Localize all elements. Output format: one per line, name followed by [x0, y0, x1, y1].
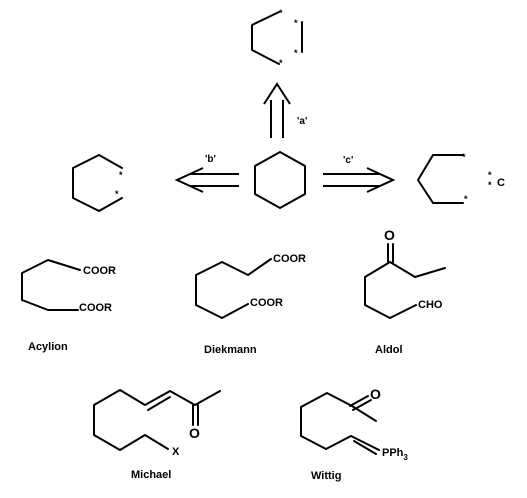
- disconnection-b-product: * *: [72, 154, 123, 212]
- radical-star-2: *: [294, 18, 298, 28]
- reaction-name-wittig: Wittig: [311, 470, 341, 482]
- ester-group-4: COOR: [250, 297, 283, 309]
- disconnection-a-product: * * * *: [251, 8, 303, 68]
- phosphonium-ylide: PPh3: [382, 447, 408, 462]
- disconnection-c-product: * * * * C: [417, 152, 505, 204]
- aldol-precursor: O CHO: [364, 227, 446, 319]
- reaction-name-aldol: Aldol: [375, 344, 403, 356]
- retro-arrow-c: [323, 167, 396, 193]
- arrow-label-b: 'b': [205, 154, 216, 165]
- ester-group-2: COOR: [79, 302, 112, 314]
- carbonyl-oxygen-aldol: O: [384, 227, 395, 243]
- reaction-name-acylion: Acylion: [28, 341, 68, 353]
- retro-arrow-b: [174, 167, 239, 193]
- carbon-fragment-label: C: [497, 177, 505, 189]
- reaction-name-diekmann: Diekmann: [204, 344, 257, 356]
- cyclohexane-center: [254, 151, 306, 209]
- wittig-precursor: O PPh3: [300, 386, 408, 462]
- radical-star-6: *: [115, 189, 119, 199]
- leaving-group-x: X: [172, 446, 180, 458]
- ester-group-1: COOR: [83, 265, 116, 277]
- reaction-name-michael: Michael: [131, 469, 171, 481]
- radical-star-7: *: [462, 152, 466, 162]
- radical-star-4: *: [279, 58, 283, 68]
- radical-star-1: *: [279, 8, 283, 18]
- radical-star-9: *: [488, 170, 492, 180]
- radical-star-10: *: [488, 180, 492, 190]
- arrow-label-a: 'a': [297, 116, 307, 127]
- radical-star-8: *: [464, 194, 468, 204]
- carbonyl-oxygen-wittig: O: [370, 386, 381, 402]
- aldehyde-group: CHO: [418, 299, 443, 311]
- diekmann-precursor: COOR COOR: [195, 253, 306, 319]
- ester-group-3: COOR: [273, 253, 306, 265]
- radical-star-3: *: [294, 48, 298, 58]
- acylion-precursor: COOR COOR: [21, 259, 116, 314]
- radical-star-5: *: [119, 170, 123, 180]
- michael-precursor: O X: [93, 389, 221, 458]
- arrow-label-c: 'c': [343, 155, 353, 166]
- retro-arrow-a: [263, 82, 291, 138]
- carbonyl-oxygen-michael: O: [189, 425, 200, 441]
